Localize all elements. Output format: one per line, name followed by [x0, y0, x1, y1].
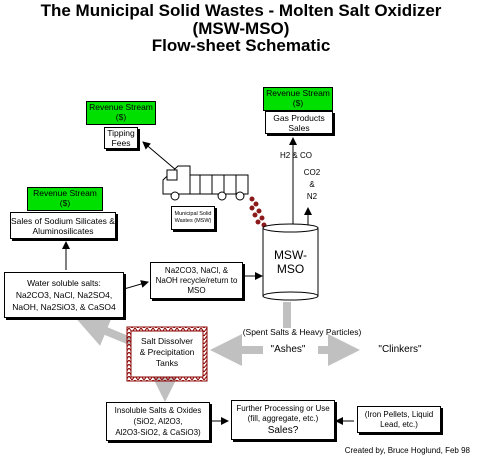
insoluble-salts-box: Insoluble Salts & Oxides (SiO2, Al2O3, A…	[106, 402, 210, 441]
iron-pellets-box: (Iron Pellets, Liquid Lead, etc.)	[357, 406, 441, 433]
tipping-fees-box: Tipping Fees	[104, 127, 138, 149]
msw-label-box: Municipal Solid Wastes (MSW)	[171, 206, 215, 230]
revenue-stream-gas: Revenue Stream ($)	[263, 87, 333, 111]
credit-line: Created by, Bruce Hoglund, Feb 98	[344, 446, 470, 455]
garbage-truck-icon	[162, 165, 267, 228]
n2-label: N2	[306, 192, 318, 201]
title-line-3: Flow-sheet Schematic	[151, 36, 331, 55]
mso-vessel-label: MSW- MSO	[273, 248, 308, 276]
co2-label: CO2	[303, 168, 321, 177]
spent-salts-label: (Spent Salts & Heavy Particles)	[242, 327, 362, 337]
recycle-box: Na2CO3, NaCl, & NaOH recycle/return to M…	[150, 262, 243, 299]
revenue-stream-tipping: Revenue Stream ($)	[86, 101, 156, 125]
clinkers-label: "Clinkers"	[378, 344, 422, 355]
gas-products-box: Gas Products Sales	[265, 111, 333, 134]
further-processing-box: Further Processing or Use (fill, aggrega…	[231, 400, 335, 440]
h2-co-label: H2 & CO	[279, 151, 312, 160]
amp-label: &	[309, 180, 315, 189]
revenue-stream-silicates: Revenue Stream ($)	[27, 187, 103, 211]
salt-dissolver-label: Salt Dissolver & Precipitation Tanks	[139, 336, 195, 368]
title-line-2: (MSW-MSO)	[192, 19, 290, 38]
sodium-silicates-box: Sales of Sodium Silicates & Aluminosilic…	[10, 212, 116, 239]
ashes-label: "Ashes"	[270, 344, 306, 355]
mso-vessel	[262, 223, 319, 301]
water-soluble-salts-box: Water soluble salts: Na2CO3, NaCl, Na2SO…	[4, 272, 124, 318]
title-line-1: The Municipal Solid Wastes - Molten Salt…	[40, 1, 442, 20]
